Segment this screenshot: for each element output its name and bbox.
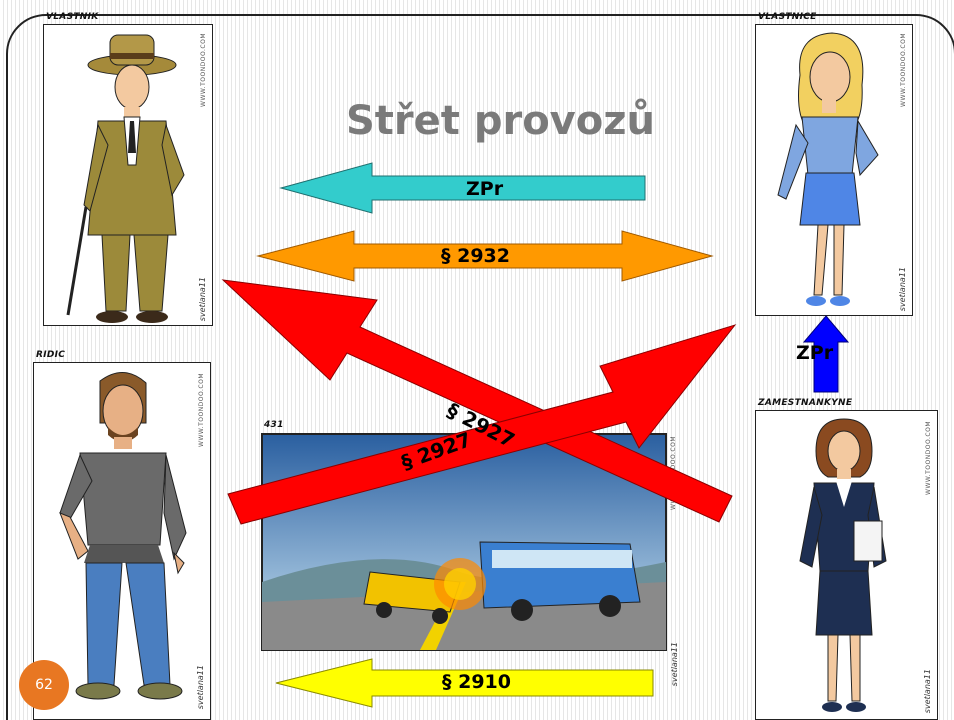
slide-frame <box>6 14 954 720</box>
arrow-zpr-up <box>802 315 850 393</box>
employee-panel: WWW.TOONDOO.COM svetlana11 <box>755 410 938 720</box>
arrow-2932-double <box>256 230 714 282</box>
arrow-zpr-left <box>279 162 646 214</box>
arrow-2910-left <box>275 658 654 708</box>
driver-label: RIDIC <box>36 350 66 360</box>
owner-man-panel: WWW.TOONDOO.COM svetlana11 <box>43 24 213 326</box>
owner-woman-panel: WWW.TOONDOO.COM svetlana11 <box>755 24 913 316</box>
arrow-2932-label: § 2932 <box>441 245 510 267</box>
owner-man-label: VLASTNIK <box>46 12 99 22</box>
arrow-2910-label: § 2910 <box>442 671 511 693</box>
arrow-2927-upleft <box>221 279 733 523</box>
crash-panel: WWW.TOONDOO.COM svetlana11 <box>260 432 679 688</box>
arrow-zpr-left-label: ZPr <box>466 178 504 200</box>
slide-title: Střet provozů <box>346 98 655 144</box>
arrow-zpr-up-label: ZPr <box>796 342 834 364</box>
man-in-jeans-illustration <box>59 372 187 700</box>
bus-car-collision-illustration <box>261 433 667 651</box>
employee-label: ZAMESTNANKYNE <box>758 398 853 408</box>
owner-woman-label: VLASTNICE <box>758 12 817 22</box>
man-in-suit-illustration <box>66 34 185 323</box>
driver-panel: WWW.TOONDOO.COM svetlana11 <box>33 362 211 720</box>
businesswoman-illustration <box>799 418 887 712</box>
arrow-2927-upright <box>227 324 737 525</box>
crash-label: 431 <box>264 420 284 430</box>
woman-in-blue-illustration <box>777 32 879 306</box>
page-number-badge: 62 <box>19 660 69 710</box>
